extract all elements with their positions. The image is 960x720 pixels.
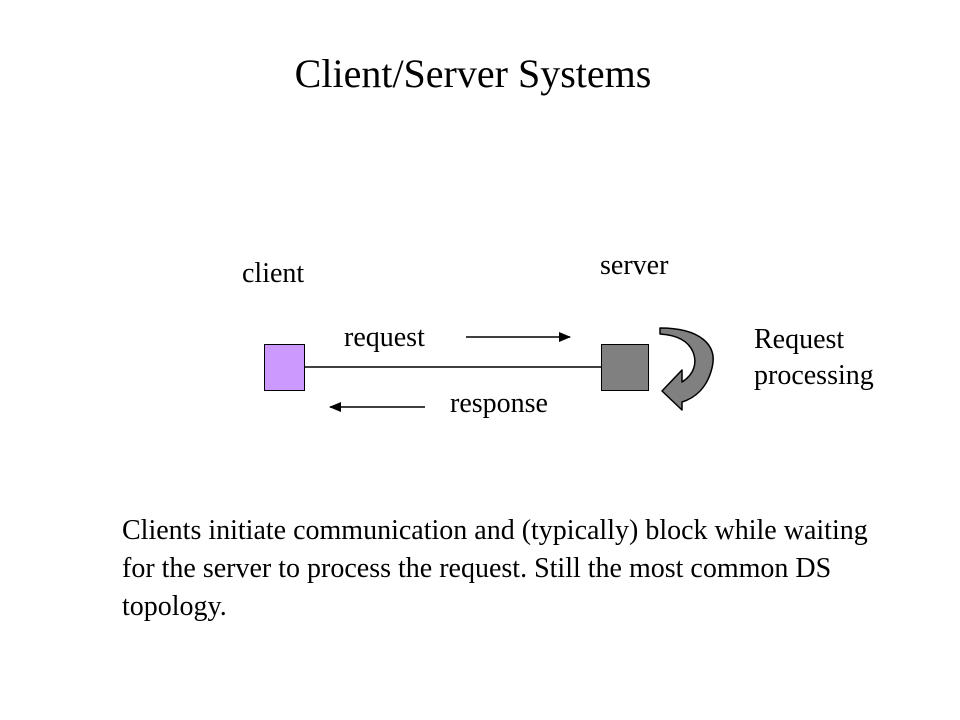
slide-caption: Clients initiate communication and (typi… [122, 515, 868, 622]
request-label: request [344, 322, 425, 353]
request-processing-line-1: Request [754, 324, 845, 355]
curved-arrow-icon [659, 327, 714, 411]
server-node [601, 344, 649, 391]
client-node [264, 344, 305, 391]
server-label: server [600, 250, 669, 281]
client-label: client [242, 258, 305, 289]
request-processing-label: Request processing [754, 322, 874, 394]
slide-title: Client/Server Systems [294, 51, 652, 96]
response-label: response [450, 388, 548, 419]
request-processing-line-2: processing [754, 360, 874, 391]
